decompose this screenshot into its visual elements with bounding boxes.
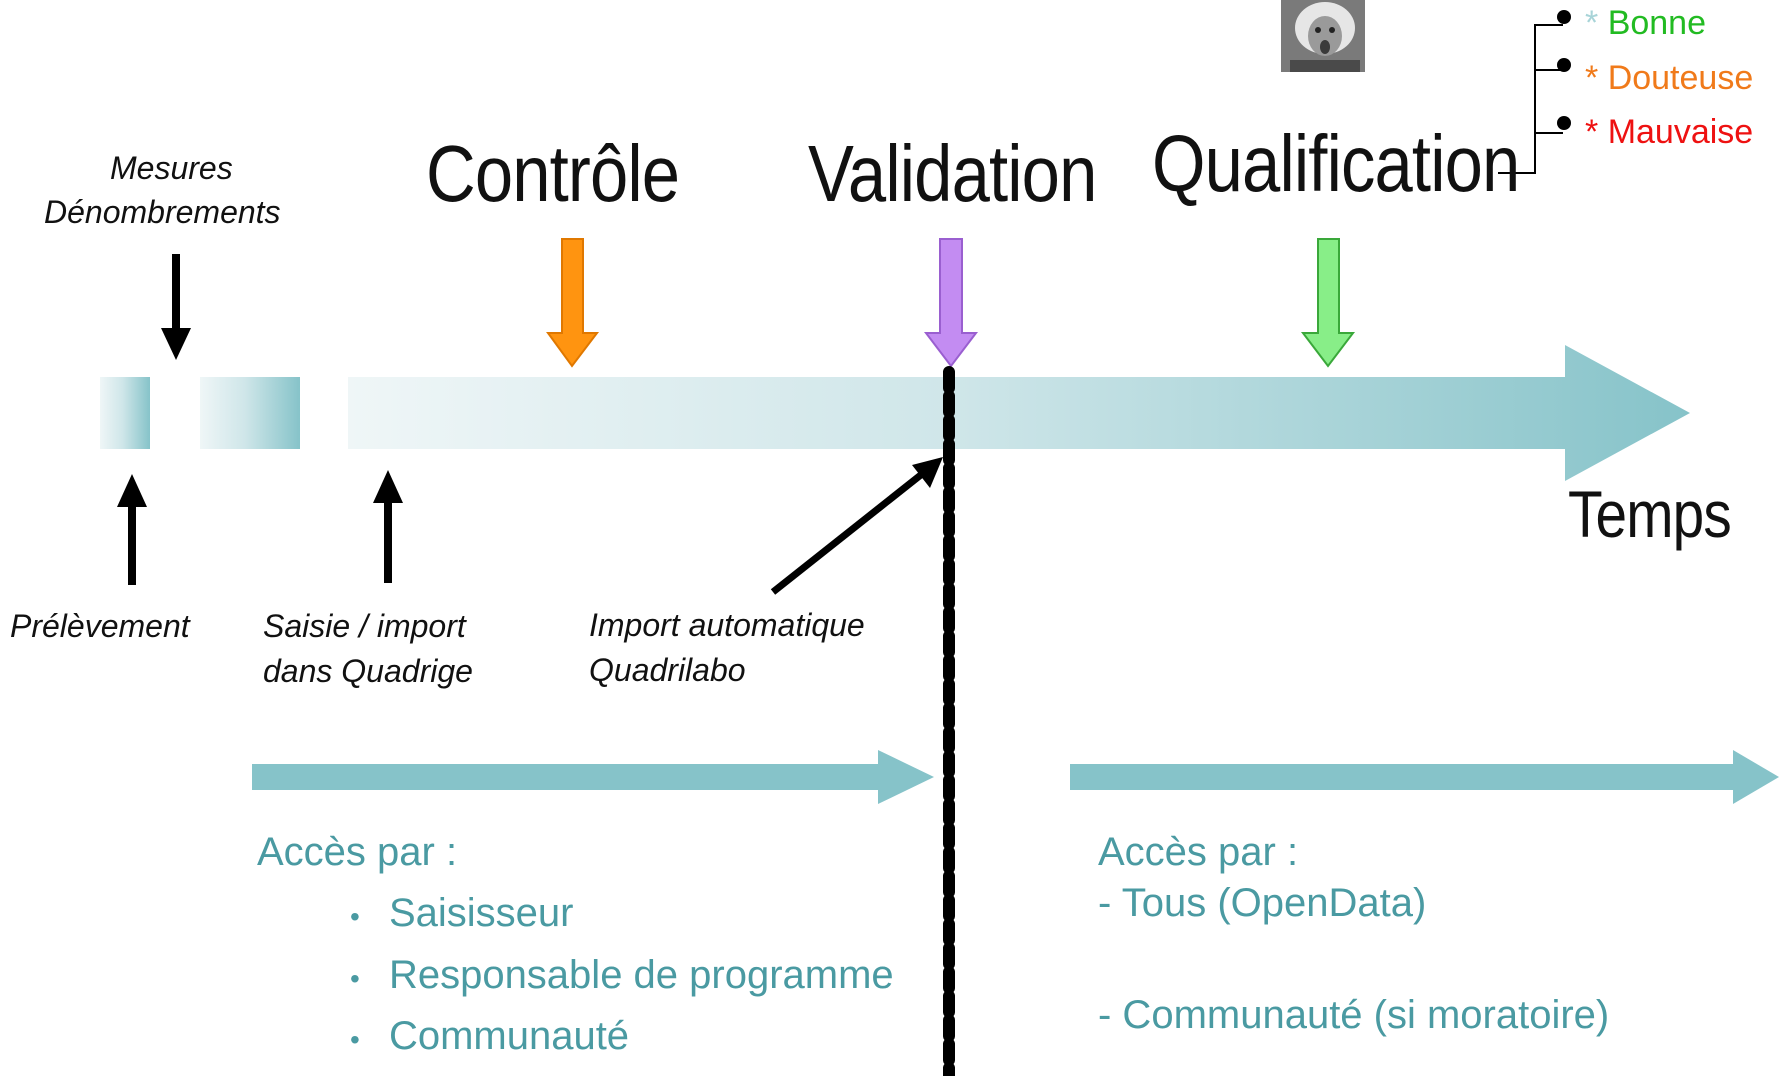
denombrements-label: Dénombrements [44, 194, 281, 230]
validation-title: Validation [808, 129, 1097, 218]
validation-stage-arrow [923, 238, 979, 368]
access-before-arrow [252, 750, 934, 804]
mesures-label: Mesures [110, 150, 233, 186]
access-before-item: • Saisisseur [350, 891, 574, 935]
bullet-icon: • [350, 1024, 360, 1055]
access-after-item: - Tous (OpenData) [1098, 881, 1427, 925]
saisie-label-line1: Saisie / import [263, 608, 466, 644]
qualification-doubtful: * Douteuse [1585, 59, 1753, 98]
access-before-item: • Communauté [350, 1014, 630, 1058]
controle-stage-arrow [546, 238, 600, 368]
einstein-portrait-icon [1281, 0, 1365, 72]
prelevement-label: Prélèvement [10, 608, 190, 644]
access-after-arrow [1070, 750, 1779, 804]
qualification-stage-arrow [1300, 238, 1356, 368]
bad-star: * [1585, 113, 1599, 151]
qualification-title: Qualification [1152, 119, 1520, 208]
import-label-line2: Quadrilabo [589, 652, 746, 688]
saisie-label-line2: dans Quadrige [263, 653, 473, 689]
prelevement-arrow [117, 474, 147, 585]
controle-title: Contrôle [426, 129, 680, 218]
qualification-good: * Bonne [1585, 4, 1706, 43]
qualification-bracket [1498, 24, 1563, 174]
qualification-bad: * Mauvaise [1585, 113, 1753, 152]
time-axis-arrow [100, 345, 1690, 481]
temps-label: Temps [1568, 477, 1732, 551]
access-before-title: Accès par : [257, 830, 458, 874]
bullet-icon: • [350, 901, 360, 932]
access-before-item: • Responsable de programme [350, 953, 894, 997]
qualification-dot-doubtful [1557, 58, 1571, 72]
doubtful-label: Douteuse [1607, 59, 1754, 97]
saisie-arrow [373, 470, 403, 583]
access-after-title: Accès par : [1098, 830, 1299, 874]
bullet-icon: • [350, 963, 360, 994]
mesures-arrow [161, 254, 191, 360]
qualification-dot-bad [1557, 116, 1571, 130]
qualification-dot-good [1557, 10, 1571, 24]
import-arrow [770, 457, 943, 595]
access-after-item: - Communauté (si moratoire) [1098, 993, 1610, 1037]
import-label-line1: Import automatique [589, 607, 865, 643]
bad-label: Mauvaise [1607, 113, 1754, 151]
good-star: * [1585, 4, 1599, 42]
doubtful-star: * [1585, 59, 1599, 97]
good-label: Bonne [1607, 4, 1707, 42]
